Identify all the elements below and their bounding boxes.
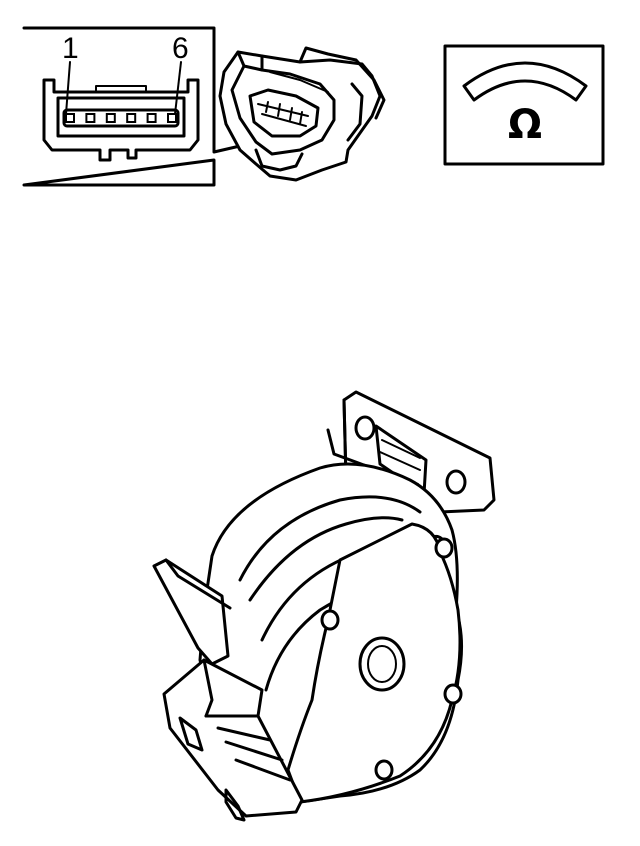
shaft-boss-outer	[358, 636, 406, 692]
pin-label-first: 1	[62, 32, 79, 65]
pin-cavity-4	[126, 113, 137, 123]
connector-inset-frame	[22, 26, 242, 187]
connector-latch	[95, 85, 147, 93]
pin-row	[65, 113, 177, 123]
mount-lug-top	[434, 537, 454, 559]
pin-leader-last	[174, 61, 182, 115]
flange-hole-lower	[445, 469, 467, 495]
pin-cavity-3	[105, 113, 116, 123]
ohm-symbol: Ω	[508, 102, 542, 148]
connector-face-inner	[56, 96, 186, 138]
pin-cavity-6	[167, 113, 177, 123]
connector-body-3d	[218, 46, 386, 182]
pin-cavity-5	[146, 113, 157, 123]
connector-face-outer	[42, 78, 200, 162]
pin-cavity-1	[65, 113, 75, 123]
end-cover	[286, 522, 462, 804]
connector-inset: 1 6	[22, 26, 386, 187]
motor-housing	[152, 390, 496, 822]
pin-leader-first	[65, 61, 71, 115]
pin-cavity-2	[85, 113, 96, 123]
mount-lug-right	[443, 683, 463, 705]
meter-inset-frame	[443, 44, 605, 166]
pin-label-last: 6	[172, 32, 189, 65]
shaft-boss-inner	[367, 645, 397, 683]
meter-scale-arc	[462, 61, 588, 102]
flange-hole-upper	[354, 415, 376, 441]
mount-lug-bottom	[374, 759, 394, 781]
meter-inset: Ω	[443, 44, 605, 166]
connector-block	[162, 658, 304, 818]
pin-cavity-strip	[62, 108, 180, 128]
mount-lug-left	[320, 609, 340, 631]
